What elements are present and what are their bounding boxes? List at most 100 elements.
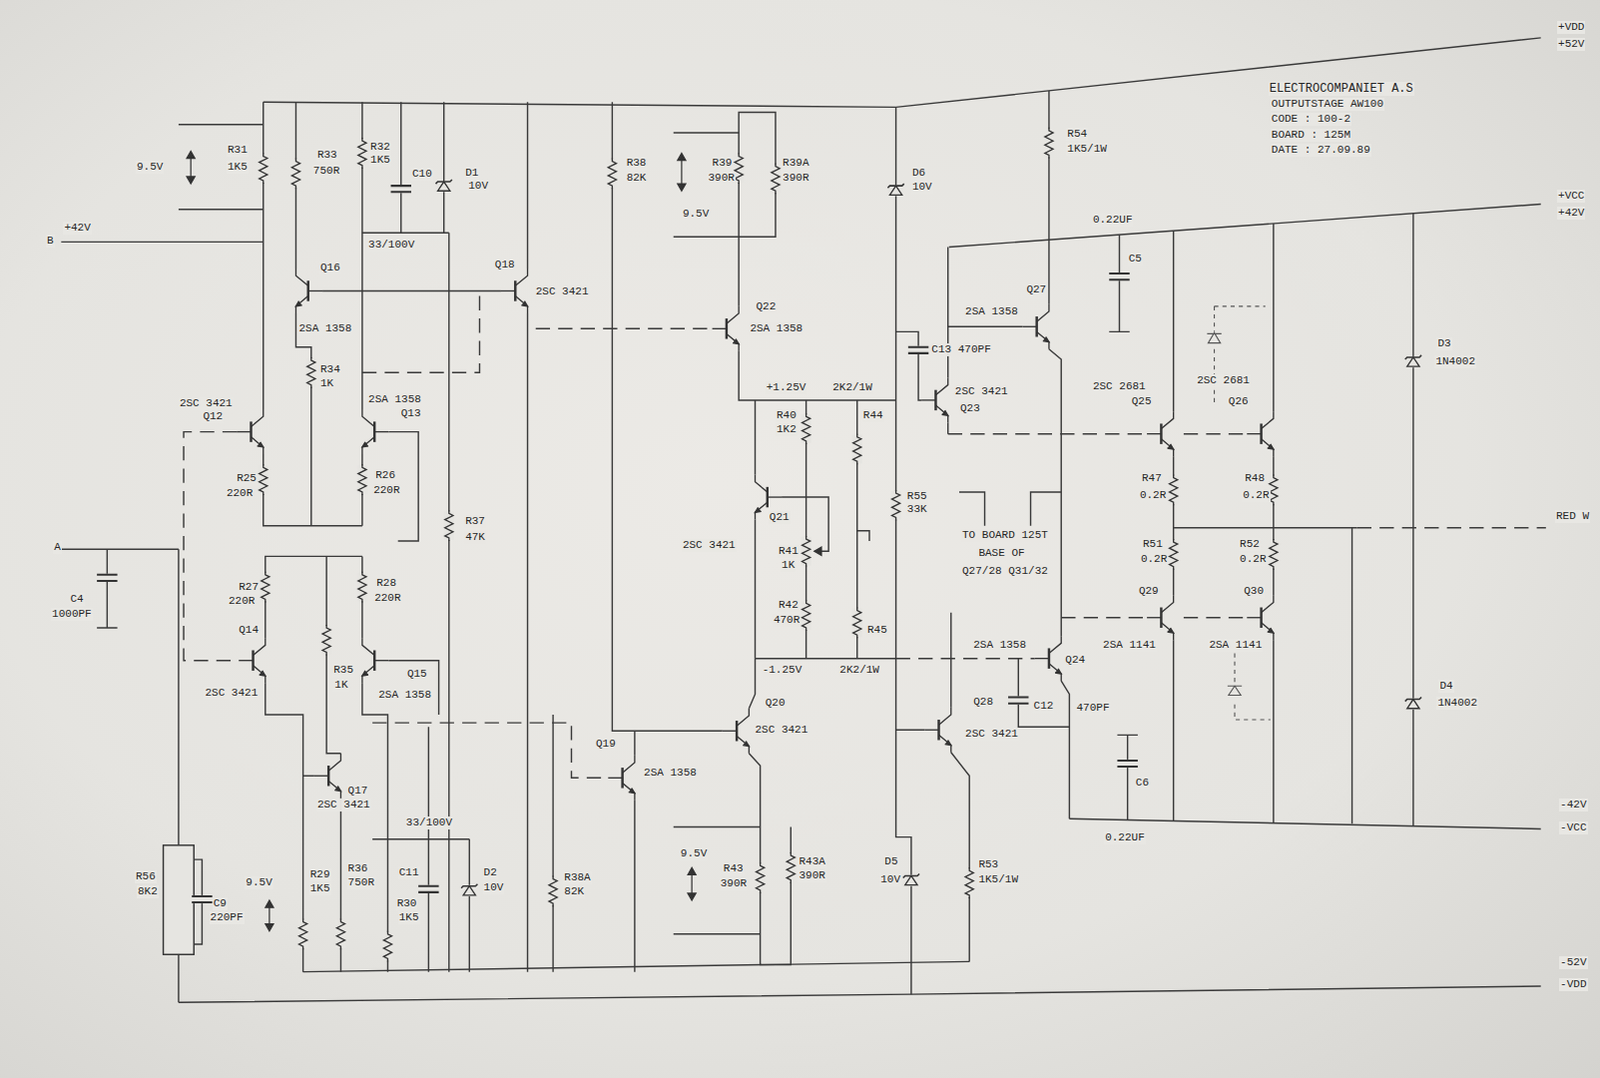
component-label: 33/100V	[367, 238, 416, 252]
component-label: C11	[398, 866, 421, 880]
component-label: Q23	[959, 402, 982, 416]
wire	[303, 961, 971, 972]
resistor-symbol	[258, 127, 1279, 963]
component-label: 47K	[464, 531, 487, 544]
component-label: 1K5	[226, 160, 249, 174]
component-label: 220PF	[209, 911, 245, 925]
component-label: 2SC 3421	[964, 727, 1020, 741]
resistor-symbol	[357, 464, 368, 496]
capacitor-symbol	[1116, 759, 1137, 768]
component-label: C12	[1033, 699, 1056, 713]
component-label: R45	[866, 623, 889, 637]
resistor-symbol	[1168, 538, 1179, 570]
dashed-wire	[183, 432, 239, 661]
wire	[322, 290, 450, 292]
resistor-symbol	[357, 137, 368, 169]
dotted-zener	[1227, 685, 1242, 695]
component-label: 390R	[706, 171, 735, 185]
component-label: -52V	[1559, 956, 1588, 970]
component-label: +42V	[62, 221, 91, 235]
component-label: B	[45, 234, 55, 248]
resistor-symbol	[801, 599, 812, 631]
wire	[262, 101, 264, 410]
wire	[1018, 658, 1069, 728]
capacitor-symbol	[418, 885, 439, 894]
component-label: -VDD	[1559, 978, 1588, 992]
component-label: D2	[483, 866, 499, 880]
wire	[362, 682, 389, 972]
component-label: 1N4002	[1436, 696, 1479, 710]
dashed-wire	[362, 290, 481, 373]
component-label: R33	[316, 148, 339, 162]
dashed-wire	[1357, 527, 1547, 529]
component-label: 10V	[911, 180, 934, 194]
component-label: Q27	[1025, 283, 1048, 297]
wire	[1272, 223, 1274, 823]
voltage-arrow	[677, 152, 686, 191]
component-label: 0.2R	[1139, 552, 1168, 566]
component-label: 9.5V	[244, 876, 273, 890]
resistor-symbol	[547, 876, 558, 908]
component-label: C9	[212, 897, 228, 911]
transistor-symbol	[236, 409, 264, 455]
wire	[673, 753, 792, 966]
dashed-wire	[372, 722, 608, 778]
component-label: CODE : 100-2	[1270, 112, 1352, 126]
component-label: +1.25V	[765, 381, 808, 395]
wire	[178, 124, 264, 210]
wire	[178, 986, 1542, 1003]
wire	[1172, 230, 1174, 821]
wire	[60, 37, 1541, 1003]
component-label: R26	[374, 469, 397, 483]
component-label: R28	[375, 576, 398, 590]
component-label: 1K5/1W	[1066, 142, 1108, 156]
component-label: 1K	[333, 678, 349, 692]
component-label: Q18	[494, 258, 517, 272]
transistor-symbol	[924, 707, 952, 753]
component-label: 2SC 3421	[753, 723, 809, 737]
component-label: R40	[775, 409, 798, 423]
component-label: R43A	[797, 855, 826, 869]
resistor-symbol	[801, 413, 812, 445]
component-label: 0.2R	[1238, 552, 1267, 566]
wire	[1068, 818, 1541, 829]
capacitor-symbol	[1108, 272, 1129, 281]
component-label: 220R	[225, 487, 254, 501]
component-label: +42V	[1557, 206, 1586, 220]
component-label: 82K	[562, 885, 585, 899]
component-label: R30	[396, 897, 419, 911]
resistor-symbol	[290, 158, 301, 190]
transistor-symbol	[1022, 304, 1050, 350]
voltage-arrow	[687, 867, 696, 901]
wire	[896, 331, 923, 401]
wire	[1061, 680, 1069, 819]
voltage-arrow	[814, 546, 822, 555]
component-label: R32	[369, 140, 392, 154]
component-label: 390R	[797, 869, 826, 883]
component-label: D3	[1436, 337, 1452, 351]
wire	[448, 232, 450, 972]
component-label: R43	[722, 862, 745, 876]
component-label: D4	[1438, 679, 1454, 693]
component-label: RED W	[1555, 510, 1591, 524]
component-label: Q21	[768, 511, 791, 525]
resistor-symbol	[306, 357, 317, 389]
wire	[1412, 213, 1414, 827]
resistor-symbol	[258, 152, 269, 184]
resistor-symbol	[444, 510, 455, 541]
component-label: R44	[862, 409, 885, 423]
component-label: 390R	[781, 171, 810, 185]
zener-symbol	[1405, 697, 1422, 710]
component-label: 1000PF	[50, 607, 93, 621]
component-label: 2SC 3421	[681, 538, 737, 552]
component-label: 2SA 1358	[642, 766, 698, 780]
wire	[1108, 234, 1129, 332]
component-label: Q24	[1064, 653, 1086, 667]
resistor-symbol	[298, 918, 309, 950]
dashed-wire	[183, 290, 1547, 778]
component-label: -42V	[1559, 798, 1588, 812]
component-label: BOARD : 125M	[1270, 128, 1352, 142]
component-label: 2SA 1141	[1207, 638, 1263, 652]
wire	[96, 548, 117, 628]
